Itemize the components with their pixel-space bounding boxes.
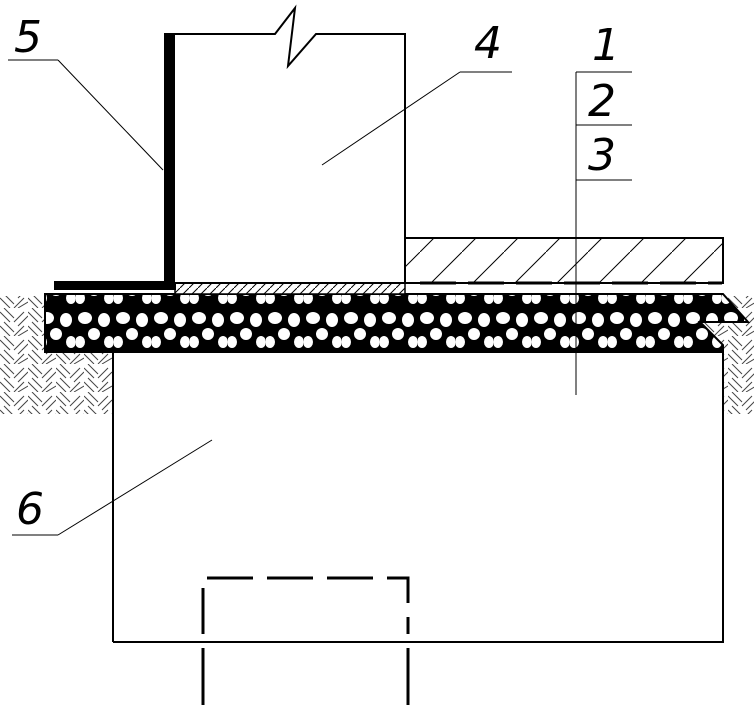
gravel-layer: [44, 293, 751, 353]
label-6: 6: [16, 484, 44, 535]
label-3: 3: [588, 130, 616, 181]
foundation-outline: [112, 352, 724, 643]
leader-lines: [8, 59, 632, 536]
label-2: 2: [588, 76, 616, 127]
screed-layer: [404, 237, 724, 284]
label-4: 4: [474, 18, 502, 69]
insulation-base: [54, 281, 176, 290]
wall-base-strip: [174, 282, 406, 295]
pile-outline-dashed: [201, 576, 410, 634]
wall-block: [164, 4, 406, 284]
foundation-block: [113, 350, 723, 642]
waterproof-strip: [165, 34, 175, 283]
label-1: 1: [592, 20, 620, 71]
label-5: 5: [14, 12, 42, 63]
